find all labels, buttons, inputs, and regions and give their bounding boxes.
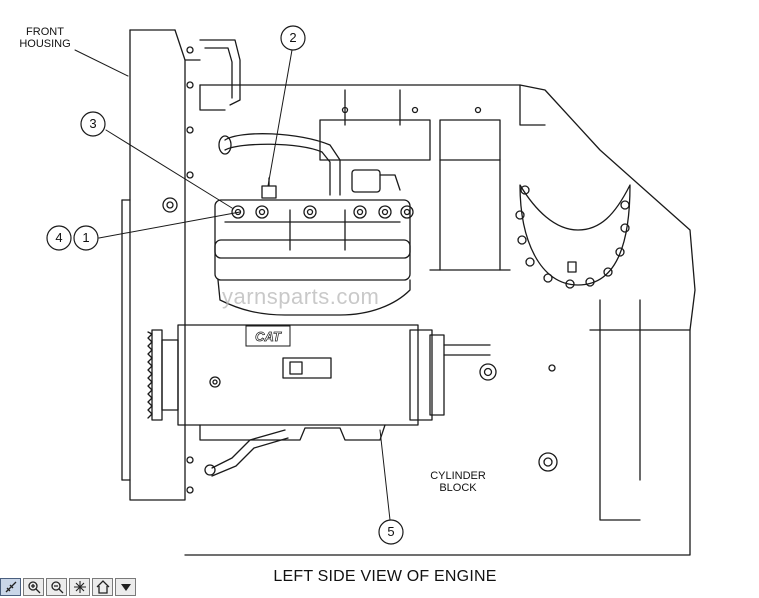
block-flange — [515, 184, 631, 289]
svg-text:CAT: CAT — [255, 329, 282, 344]
front-housing-label: FRONT HOUSING — [19, 26, 71, 50]
cat-badge: CAT — [245, 325, 291, 347]
zoom-in-icon — [27, 581, 40, 594]
pan-select-icon — [5, 581, 16, 593]
fit-view-icon — [73, 581, 86, 593]
callout-2: 2 — [289, 30, 297, 45]
compressor-body — [162, 197, 558, 472]
zoom-out-icon — [50, 581, 63, 594]
callout-5: 5 — [387, 524, 395, 539]
callout-3: 3 — [89, 116, 97, 131]
chevron-down-icon — [120, 584, 131, 591]
callout-1: 1 — [82, 230, 90, 245]
select-tool-button[interactable] — [0, 578, 21, 596]
callout-4: 4 — [55, 230, 63, 245]
zoom-in-button[interactable] — [23, 578, 44, 596]
leader-lines — [74, 49, 391, 521]
drive-gear — [147, 329, 179, 421]
cylinder-block — [184, 84, 696, 556]
lower-hose — [204, 429, 289, 477]
front-housing — [121, 29, 201, 501]
diagram-caption: LEFT SIDE VIEW OF ENGINE — [273, 568, 497, 585]
zoom-out-button[interactable] — [46, 578, 67, 596]
home-button[interactable] — [92, 578, 113, 596]
watermark: yarnsparts.com — [222, 284, 380, 309]
menu-dropdown-button[interactable] — [115, 578, 136, 596]
viewer-toolbar — [0, 578, 136, 598]
engine-diagram: CAT — [46, 25, 696, 556]
coolant-pipes — [199, 39, 401, 196]
cylinder-block-label: CYLINDER BLOCK — [430, 470, 486, 494]
fit-view-button[interactable] — [69, 578, 90, 596]
home-icon — [96, 580, 109, 594]
compressor-head — [214, 177, 414, 281]
